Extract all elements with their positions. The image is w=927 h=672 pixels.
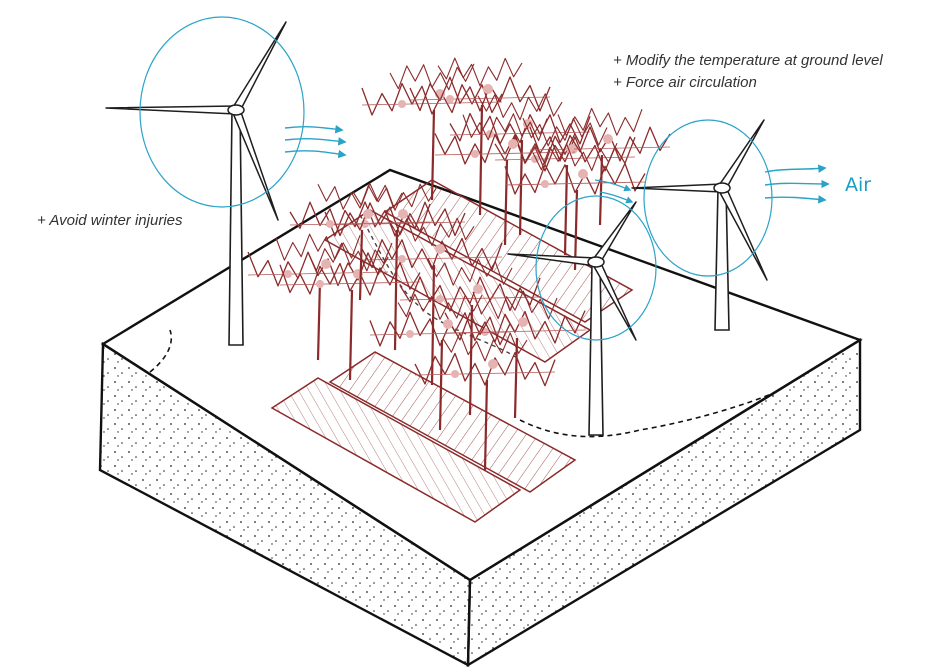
ground-block	[98, 168, 863, 668]
air-flow-arrow-icon	[764, 195, 827, 204]
vine-row-icon	[434, 113, 576, 246]
air-flow-arrow-icon	[284, 137, 347, 146]
air-circulation-ring	[139, 16, 305, 208]
vine-bed	[383, 179, 634, 323]
vine-row-icon	[369, 293, 511, 431]
air-flow-arrow-icon	[284, 125, 344, 134]
contour-line	[149, 329, 172, 373]
air-flow-arrow-icon	[764, 179, 830, 189]
air-flow-arrow-icon	[599, 191, 634, 204]
air-flow	[139, 16, 830, 341]
annotation-winter-injuries: + Avoid winter injuries	[37, 212, 183, 229]
vine-row-icon	[529, 107, 671, 226]
vine-bed	[328, 351, 577, 493]
air-label: Air	[845, 174, 872, 196]
vine-beds	[270, 179, 634, 523]
air-flow-arrow-icon	[594, 179, 632, 192]
annotation-air-circulation: + Force air circulation	[613, 74, 757, 91]
air-flow-arrow-icon	[284, 149, 347, 159]
vine-row-icon	[414, 332, 556, 471]
ground-right-face	[466, 337, 862, 668]
air-circulation-ring	[535, 195, 657, 341]
vine-row-icon	[289, 183, 431, 301]
vines	[247, 57, 671, 471]
wind-turbine-icon	[631, 119, 768, 331]
air-flow-arrow-icon	[764, 164, 827, 173]
vine-row-icon	[247, 233, 389, 361]
vine-bed	[270, 377, 522, 523]
contour-line	[519, 389, 781, 438]
wind-turbine-icon	[507, 201, 637, 436]
annotation-temperature: + Modify the temperature at ground level	[613, 52, 883, 69]
